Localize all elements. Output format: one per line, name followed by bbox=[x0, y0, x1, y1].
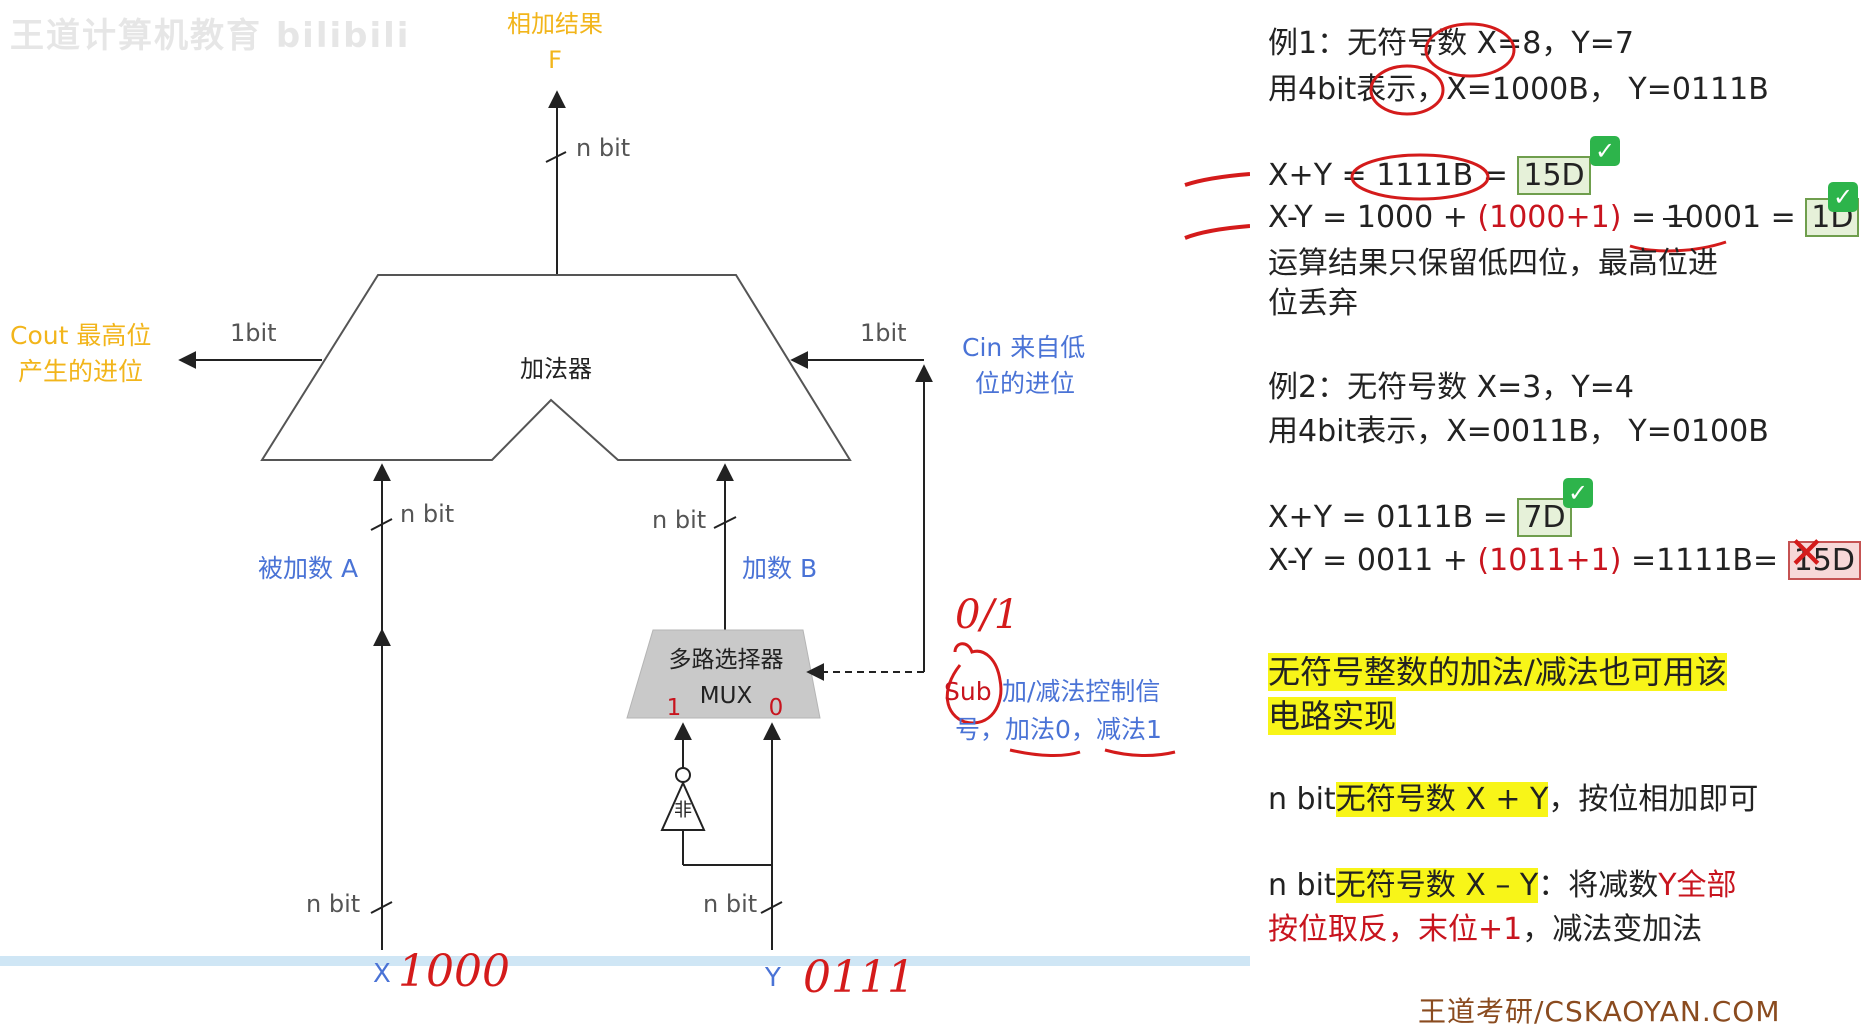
ex2-add-check-icon: ✓ bbox=[1563, 478, 1593, 508]
cin-bit: 1bit bbox=[860, 319, 907, 347]
input-a-tick bbox=[370, 518, 393, 531]
arrow-heads bbox=[1168, 0, 1238, 270]
ex2-sub-red: (1011+1) bbox=[1477, 543, 1622, 578]
rule-sub-pre: n bit bbox=[1268, 868, 1336, 903]
ex1-sub-strike: 1 bbox=[1665, 200, 1685, 235]
ex1-add-pre: X+Y = 1111B = bbox=[1268, 158, 1518, 193]
ex1-add-check-icon: ✓ bbox=[1590, 136, 1620, 166]
cin-label-1: Cin 来自低 bbox=[962, 333, 1085, 362]
output-nbit: n bit bbox=[576, 134, 630, 162]
rule-sub-red2: 按位取反，末位+1 bbox=[1268, 912, 1523, 947]
ex1-sub-pre: X-Y = 1000 + bbox=[1268, 200, 1478, 235]
ex1-sub-mid: = bbox=[1621, 200, 1666, 235]
input-a-low-nbit: n bit bbox=[306, 890, 360, 918]
cout-label-1: Cout 最高位 bbox=[10, 321, 151, 350]
ex1-title: 例1：无符号数 X=8，Y=7 bbox=[1268, 26, 1634, 61]
rule-sub-red1: Y全部 bbox=[1658, 868, 1737, 903]
rule-add-post: ，按位相加即可 bbox=[1548, 782, 1759, 817]
bottom-band bbox=[0, 956, 1250, 966]
ex2-sub-mid: =1111B= bbox=[1621, 543, 1788, 578]
rule-sub-hl: 无符号数 X – Y bbox=[1335, 868, 1539, 903]
arrow-mark-2 bbox=[1184, 224, 1250, 240]
sub-desc-prefix: 号， bbox=[955, 715, 1005, 744]
input-a-label: 被加数 A bbox=[258, 554, 358, 583]
summary-line2-text: 电路实现 bbox=[1268, 697, 1397, 735]
adder-label: 加法器 bbox=[520, 355, 592, 383]
input-b-label: 加数 B bbox=[742, 554, 817, 583]
output-bus-tick bbox=[545, 151, 567, 163]
rule-sub-line2: 按位取反，末位+1，减法变加法 bbox=[1268, 912, 1702, 948]
sub-add-value: 加法0 bbox=[1005, 715, 1071, 744]
rule-add-line: n bit无符号数 X + Y，按位相加即可 bbox=[1268, 782, 1758, 818]
mux-title: 多路选择器 bbox=[669, 647, 784, 673]
ex1-sub-underline bbox=[1629, 240, 1727, 253]
input-y-tick bbox=[760, 901, 783, 914]
not-bubble bbox=[675, 767, 691, 783]
input-b-nbit: n bit bbox=[652, 506, 706, 534]
watermark: 王道计算机教育 bilibili bbox=[10, 16, 411, 56]
summary-line2: 电路实现 bbox=[1268, 697, 1397, 735]
output-title: 相加结果 bbox=[507, 10, 603, 38]
ex2-sub-pre: X-Y = 0011 + bbox=[1268, 543, 1478, 578]
input-a-tick-low bbox=[370, 901, 393, 914]
arrow-mark-1 bbox=[1184, 172, 1250, 187]
ex1-sub-check-icon: ✓ bbox=[1828, 182, 1858, 212]
ex1-circle-marks bbox=[1369, 22, 1516, 116]
sub-signal: Sub bbox=[944, 677, 992, 706]
ex1-add-result: 15D bbox=[1517, 156, 1591, 195]
y-label: Y bbox=[764, 963, 781, 993]
ex2-add-pre: X+Y = 0111B = bbox=[1268, 500, 1518, 535]
rule-add-pre: n bit bbox=[1268, 782, 1336, 817]
mux-block bbox=[626, 629, 821, 719]
summary-line1: 无符号整数的加法/减法也可用该 bbox=[1268, 653, 1727, 691]
ex2-add-result: 7D bbox=[1517, 498, 1572, 537]
sub-circle-mark bbox=[945, 642, 1003, 725]
svg-text:号，加法0，减法1: 号，加法0，减法1 bbox=[955, 715, 1162, 744]
sub-desc-line1: 加/减法控制信 bbox=[1002, 677, 1160, 706]
underline-sub bbox=[1104, 748, 1176, 758]
ex2-sub-cross-icon: ✕ bbox=[1788, 528, 1825, 579]
cout-bit: 1bit bbox=[230, 319, 277, 347]
ex1-sub-red: (1000+1) bbox=[1477, 200, 1622, 235]
ex1-note-line2: 位丢弃 bbox=[1268, 286, 1358, 321]
ex1-note-line1: 运算结果只保留低四位，最高位进 bbox=[1268, 246, 1718, 281]
footer-brand: 王道考研/CSKAOYAN.COM bbox=[1418, 995, 1781, 1028]
summary-line1-text: 无符号整数的加法/减法也可用该 bbox=[1268, 653, 1727, 691]
rule-sub-tail: ，减法变加法 bbox=[1522, 912, 1703, 947]
mux-input-0: 0 bbox=[769, 695, 784, 721]
hand-y-value: 0111 bbox=[803, 952, 915, 1003]
sub-desc-sep: ， bbox=[1071, 715, 1096, 744]
rule-sub-post: ：将减数 bbox=[1538, 868, 1659, 903]
underline-add bbox=[1009, 748, 1081, 758]
ex2-add-line: X+Y = 0111B = 7D bbox=[1268, 498, 1572, 537]
sub-sub-value: 减法1 bbox=[1096, 715, 1162, 744]
hand-x-value: 1000 bbox=[398, 946, 510, 997]
rule-add-hl: 无符号数 X + Y bbox=[1335, 782, 1549, 817]
ex2-sub-result: 15D bbox=[1787, 541, 1861, 580]
input-b-tick bbox=[713, 516, 737, 529]
hand-sub-value: 0/1 bbox=[955, 592, 1019, 638]
input-y-nbit: n bit bbox=[703, 890, 757, 918]
ex1-repr: 用4bit表示，X=1000B， Y=0111B bbox=[1268, 72, 1769, 107]
adder-circuit-diagram: 相加结果 F n bit 加法器 1bit Cout 最高位 产生的进位 1bi… bbox=[0, 10, 1250, 1003]
ex1-sub-rest: 0001 = bbox=[1684, 200, 1806, 235]
mux-input-1: 1 bbox=[667, 695, 682, 721]
ex2-repr: 用4bit表示，X=0011B， Y=0100B bbox=[1268, 414, 1769, 449]
cout-label-2: 产生的进位 bbox=[18, 357, 143, 386]
ex1-sub-line: X-Y = 1000 + (1000+1) = 10001 = 1D bbox=[1268, 198, 1860, 237]
input-a-nbit: n bit bbox=[400, 500, 454, 528]
notes-panel: 例1：无符号数 X=8，Y=7 用4bit表示，X=1000B， Y=0111B… bbox=[1268, 0, 1867, 1008]
rule-sub-line1: n bit无符号数 X – Y：将减数Y全部 bbox=[1268, 868, 1737, 904]
x-label: X bbox=[373, 959, 391, 989]
not-gate-label: 非 bbox=[674, 800, 692, 821]
ex2-title: 例2：无符号数 X=3，Y=4 bbox=[1268, 370, 1634, 405]
adder-block bbox=[260, 274, 852, 461]
ex2-sub-line: X-Y = 0011 + (1011+1) =1111B= 15D bbox=[1268, 541, 1861, 580]
cin-label-2: 位的进位 bbox=[975, 369, 1075, 398]
output-var: F bbox=[548, 46, 562, 74]
ex1-add-line: X+Y = 1111B = 15D bbox=[1268, 156, 1591, 195]
mux-name: MUX bbox=[700, 683, 753, 709]
ex1-add-circle bbox=[1350, 153, 1490, 201]
